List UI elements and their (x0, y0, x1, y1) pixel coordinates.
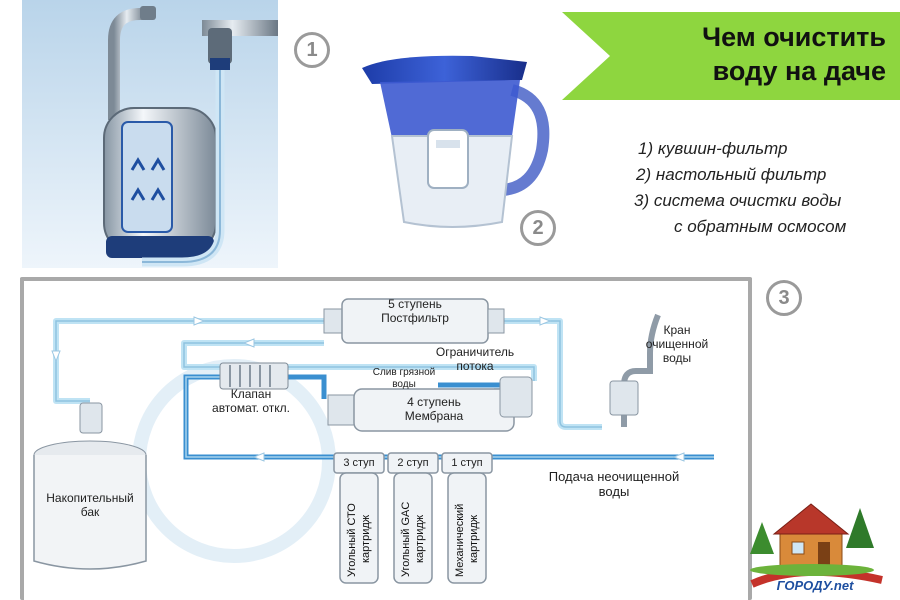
tap-label: Кран очищенной воды (632, 323, 722, 365)
page-title: Чем очистить воду на даче (702, 20, 886, 88)
cartridge-2-name-1: Угольный GAC (400, 501, 412, 577)
stage4-line-1: 4 ступень (407, 395, 461, 409)
flow-limiter-label: Ограничитель потока (420, 345, 530, 373)
flow-limiter-line-2: потока (456, 359, 494, 373)
feed-line-1: Подача неочищенной (548, 469, 680, 484)
cartridge-1-name-1: Механический (454, 503, 466, 577)
title-line-1: Чем очистить (702, 22, 886, 52)
brand-name: ГОРОДУ.net (776, 578, 854, 593)
feed-label: Подача неочищенной воды (524, 469, 704, 499)
cartridge-3-stage: 3 ступ (343, 457, 375, 469)
cartridge-3-name-2: картридж (360, 514, 372, 563)
badge-2: 2 (520, 210, 556, 246)
method-item-1: 1) кувшин-фильтр (638, 139, 788, 158)
stage5-line-2: Постфильтр (381, 311, 449, 325)
method-item-4: с обратным осмосом (674, 217, 847, 236)
tap-line-3: воды (662, 351, 692, 365)
cartridge-1-name: Механический (454, 504, 466, 577)
house-logo-icon (750, 503, 883, 588)
cartridge-1-stage: 1 ступ (451, 457, 483, 469)
badge-3: 3 (766, 280, 802, 316)
drain-line-2: воды (392, 379, 416, 390)
cartridge-3-name: Угольный СТО (346, 503, 358, 577)
flow-limiter-line-1: Ограничитель (435, 345, 515, 359)
filter-pitcher-photo (362, 55, 550, 228)
cartridge-1-name-2: картридж (468, 514, 480, 563)
schematic-pipes (33, 298, 714, 584)
stage4-label: 4 ступень Мембрана (354, 395, 514, 423)
cartridge-3-name-1: Угольный СТО (346, 503, 358, 577)
method-item-3: 3) система очистки воды (634, 191, 842, 210)
valve-line-2: автомат. откл. (212, 401, 290, 415)
drain-label: Слив грязной воды (364, 367, 444, 391)
title-banner: Чем очистить воду на даче (562, 12, 900, 100)
cartridge-1-type: картридж (468, 515, 480, 563)
brand-logo: ГОРОДУ.net (742, 488, 888, 596)
method-item-2: 2) настольный фильтр (636, 165, 827, 184)
countertop-filter-photo (22, 0, 278, 268)
methods-list: 1) кувшин-фильтр 2) настольный фильтр 3)… (600, 136, 890, 240)
valve-line-1: Клапан (230, 387, 272, 401)
cartridge-2-type: картридж (414, 515, 426, 563)
tap-line-1: Кран (663, 323, 691, 337)
title-line-2: воду на даче (712, 56, 886, 86)
tank-line-2: бак (80, 505, 100, 519)
tank-line-1: Накопительный (46, 491, 134, 505)
cartridge-2-name: Угольный GAC (400, 502, 412, 577)
tap-line-2: очищенной (645, 337, 709, 351)
valve-label: Клапан автомат. откл. (196, 387, 306, 415)
stage4-line-2: Мембрана (404, 409, 464, 423)
stage5-label: 5 ступень Постфильтр (342, 297, 488, 325)
drain-line-1: Слив грязной (372, 367, 436, 378)
feed-line-2: воды (598, 484, 630, 499)
tank-label: Накопительный бак (34, 491, 146, 519)
badge-1: 1 (294, 32, 330, 68)
cartridge-3-type: картридж (360, 515, 372, 563)
banner-shape (562, 12, 900, 100)
countertop-filter-illustration (22, 0, 278, 268)
stage5-line-1: 5 ступень (388, 297, 442, 311)
reverse-osmosis-schematic: 5 ступень Постфильтр 4 ступень Мембрана … (20, 277, 752, 600)
cartridge-2-name-2: картридж (414, 514, 426, 563)
cartridge-2-stage: 2 ступ (397, 457, 429, 469)
